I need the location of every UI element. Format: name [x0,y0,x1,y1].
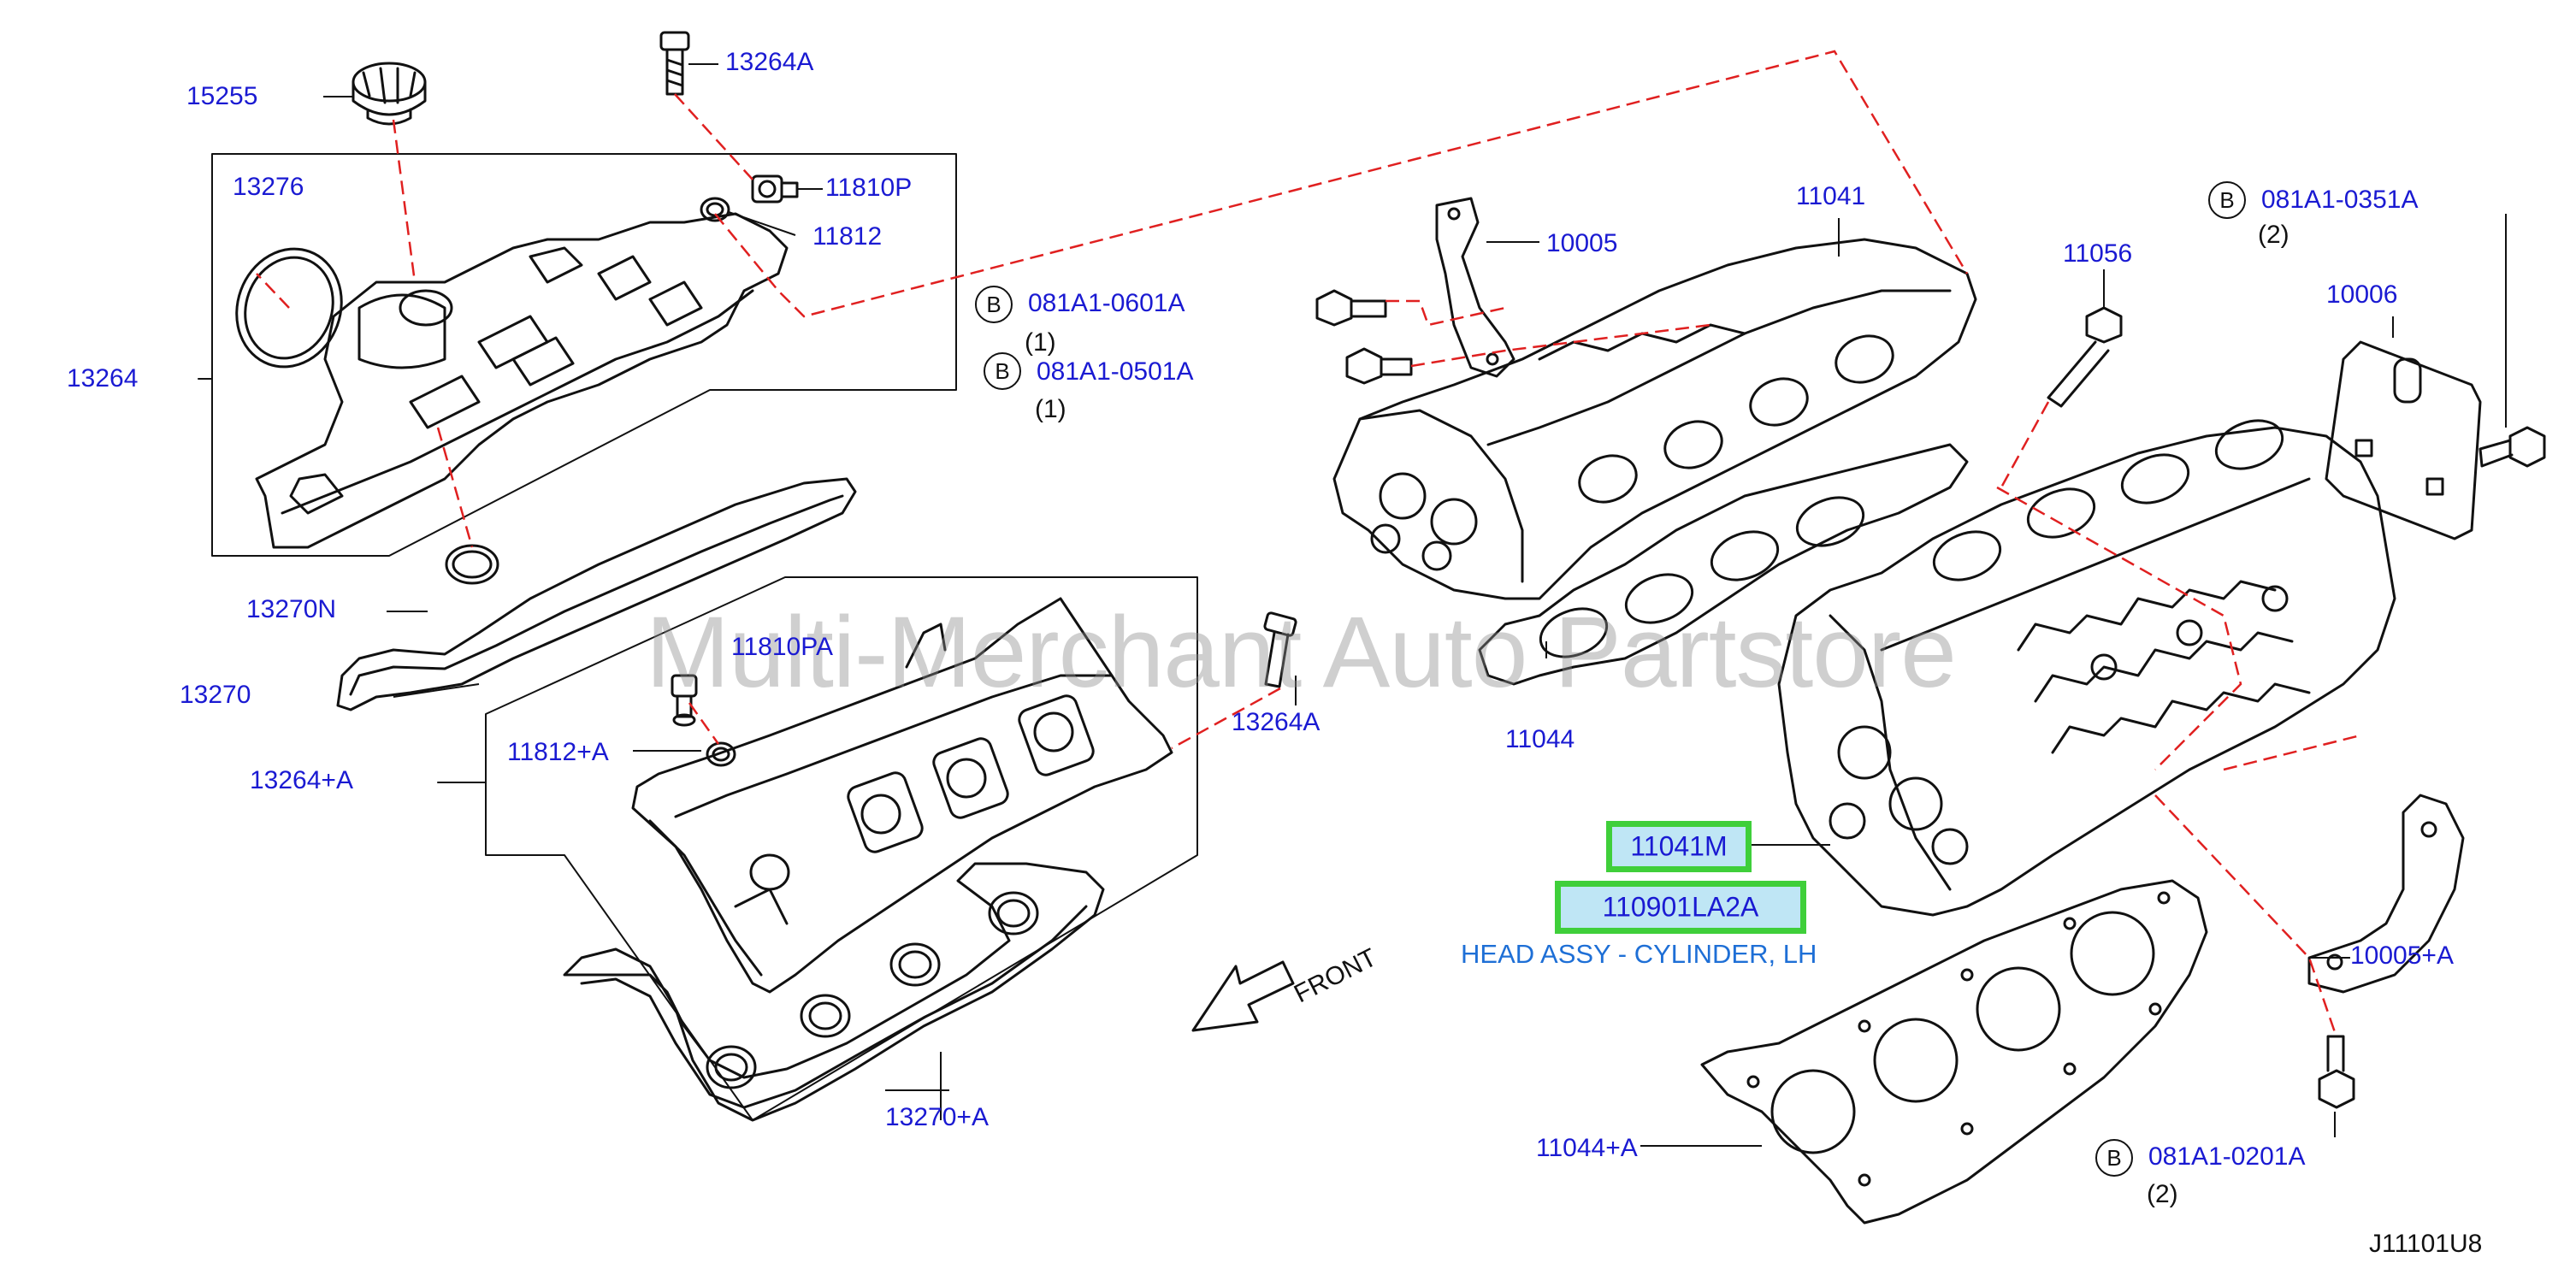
diagram-code: J11101U8 [2369,1230,2483,1258]
label-11041[interactable]: 11041 [1796,182,1866,210]
valve-11810P-drawing [751,174,799,204]
label-13276[interactable]: 13276 [233,173,304,201]
bolt-081A1-0601A-drawing [1315,289,1387,327]
label-11056[interactable]: 11056 [2063,239,2133,268]
group-bracket-13264 [211,153,957,557]
label-13264pA[interactable]: 13264+A [250,766,353,794]
bolt-11056-drawing [2047,306,2123,408]
label-11044pA[interactable]: 11044+A [1536,1134,1638,1162]
label-13270pA[interactable]: 13270+A [885,1103,989,1131]
oil-filler-cap-drawing [352,62,427,126]
oring-11812 [700,197,730,222]
label-10006[interactable]: 10006 [2326,280,2398,309]
highlight-11041M-label: 11041M [1630,830,1728,862]
label-11810PA[interactable]: 11810PA [731,633,833,661]
rocker-cover-lower-drawing [631,597,1173,994]
label-leaders [323,63,2507,1147]
label-13264A-top[interactable]: 13264A [725,48,814,76]
label-10005[interactable]: 10005 [1546,229,1618,257]
seal-ring-13276 [235,247,343,369]
label-081A1-0501A[interactable]: 081A1-0501A [1037,357,1194,386]
bolt-081A1-0501A-drawing [1345,347,1413,385]
bolt-symbol-1: B [975,286,1013,323]
rocker-cover-upper-drawing [255,212,789,549]
alignment-leaders [256,50,2361,1036]
front-arrow [1191,960,1295,1032]
qty-081A1-0351A: (2) [2258,221,2289,249]
label-11810P[interactable]: 11810P [825,174,913,202]
bracket-10005-drawing [1435,197,1515,378]
label-13270[interactable]: 13270 [180,681,251,709]
qty-081A1-0201A: (2) [2147,1180,2178,1208]
highlight-11041M[interactable]: 11041M [1606,821,1752,872]
bracket-10005pA-drawing [2307,794,2465,994]
label-11044[interactable]: 11044 [1505,725,1575,753]
bolt-symbol-3: B [2208,181,2246,219]
cylinder-head-lh-drawing [1777,419,2396,917]
oring-11812A [706,741,736,767]
bolt-081A1-0351A-drawing [2479,426,2546,468]
bolt-13264A-top-drawing [659,31,690,96]
label-10005pA[interactable]: 10005+A [2350,941,2454,970]
oring-13270N [445,544,499,585]
label-081A1-0601A[interactable]: 081A1-0601A [1028,289,1185,317]
plate-10006-drawing [2325,340,2482,540]
highlight-description: HEAD ASSY - CYLINDER, LH [1461,939,1817,969]
label-081A1-0351A[interactable]: 081A1-0351A [2261,186,2419,214]
gasket-11044-drawing [1478,443,1969,686]
gasket-13270pA-drawing [563,862,1105,1122]
label-13264[interactable]: 13264 [67,364,139,393]
label-15255[interactable]: 15255 [186,82,258,110]
qty-081A1-0501A: (1) [1035,395,1066,423]
group-bracket-13264pA [485,576,1198,1121]
gasket-11044pA-drawing [1700,879,2208,1225]
bolt-symbol-4: B [2095,1139,2133,1177]
bolt-symbol-2: B [984,352,1021,390]
label-11812pA[interactable]: 11812+A [507,738,609,766]
watermark: Multi-Merchant Auto Partstore [646,596,1957,709]
qty-081A1-0601A: (1) [1025,328,1056,357]
label-11812[interactable]: 11812 [812,222,883,251]
highlight-110901LA2A[interactable]: 110901LA2A [1555,881,1806,934]
highlight-110901LA2A-label: 110901LA2A [1602,891,1759,923]
label-081A1-0201A[interactable]: 081A1-0201A [2148,1142,2306,1171]
bolt-081A1-0201A-drawing [2318,1035,2355,1109]
label-13270N[interactable]: 13270N [246,595,337,623]
gasket-13270-drawing [336,477,857,711]
bolt-13264A-mid-drawing [1263,611,1297,688]
label-13264A-mid[interactable]: 13264A [1232,708,1320,736]
